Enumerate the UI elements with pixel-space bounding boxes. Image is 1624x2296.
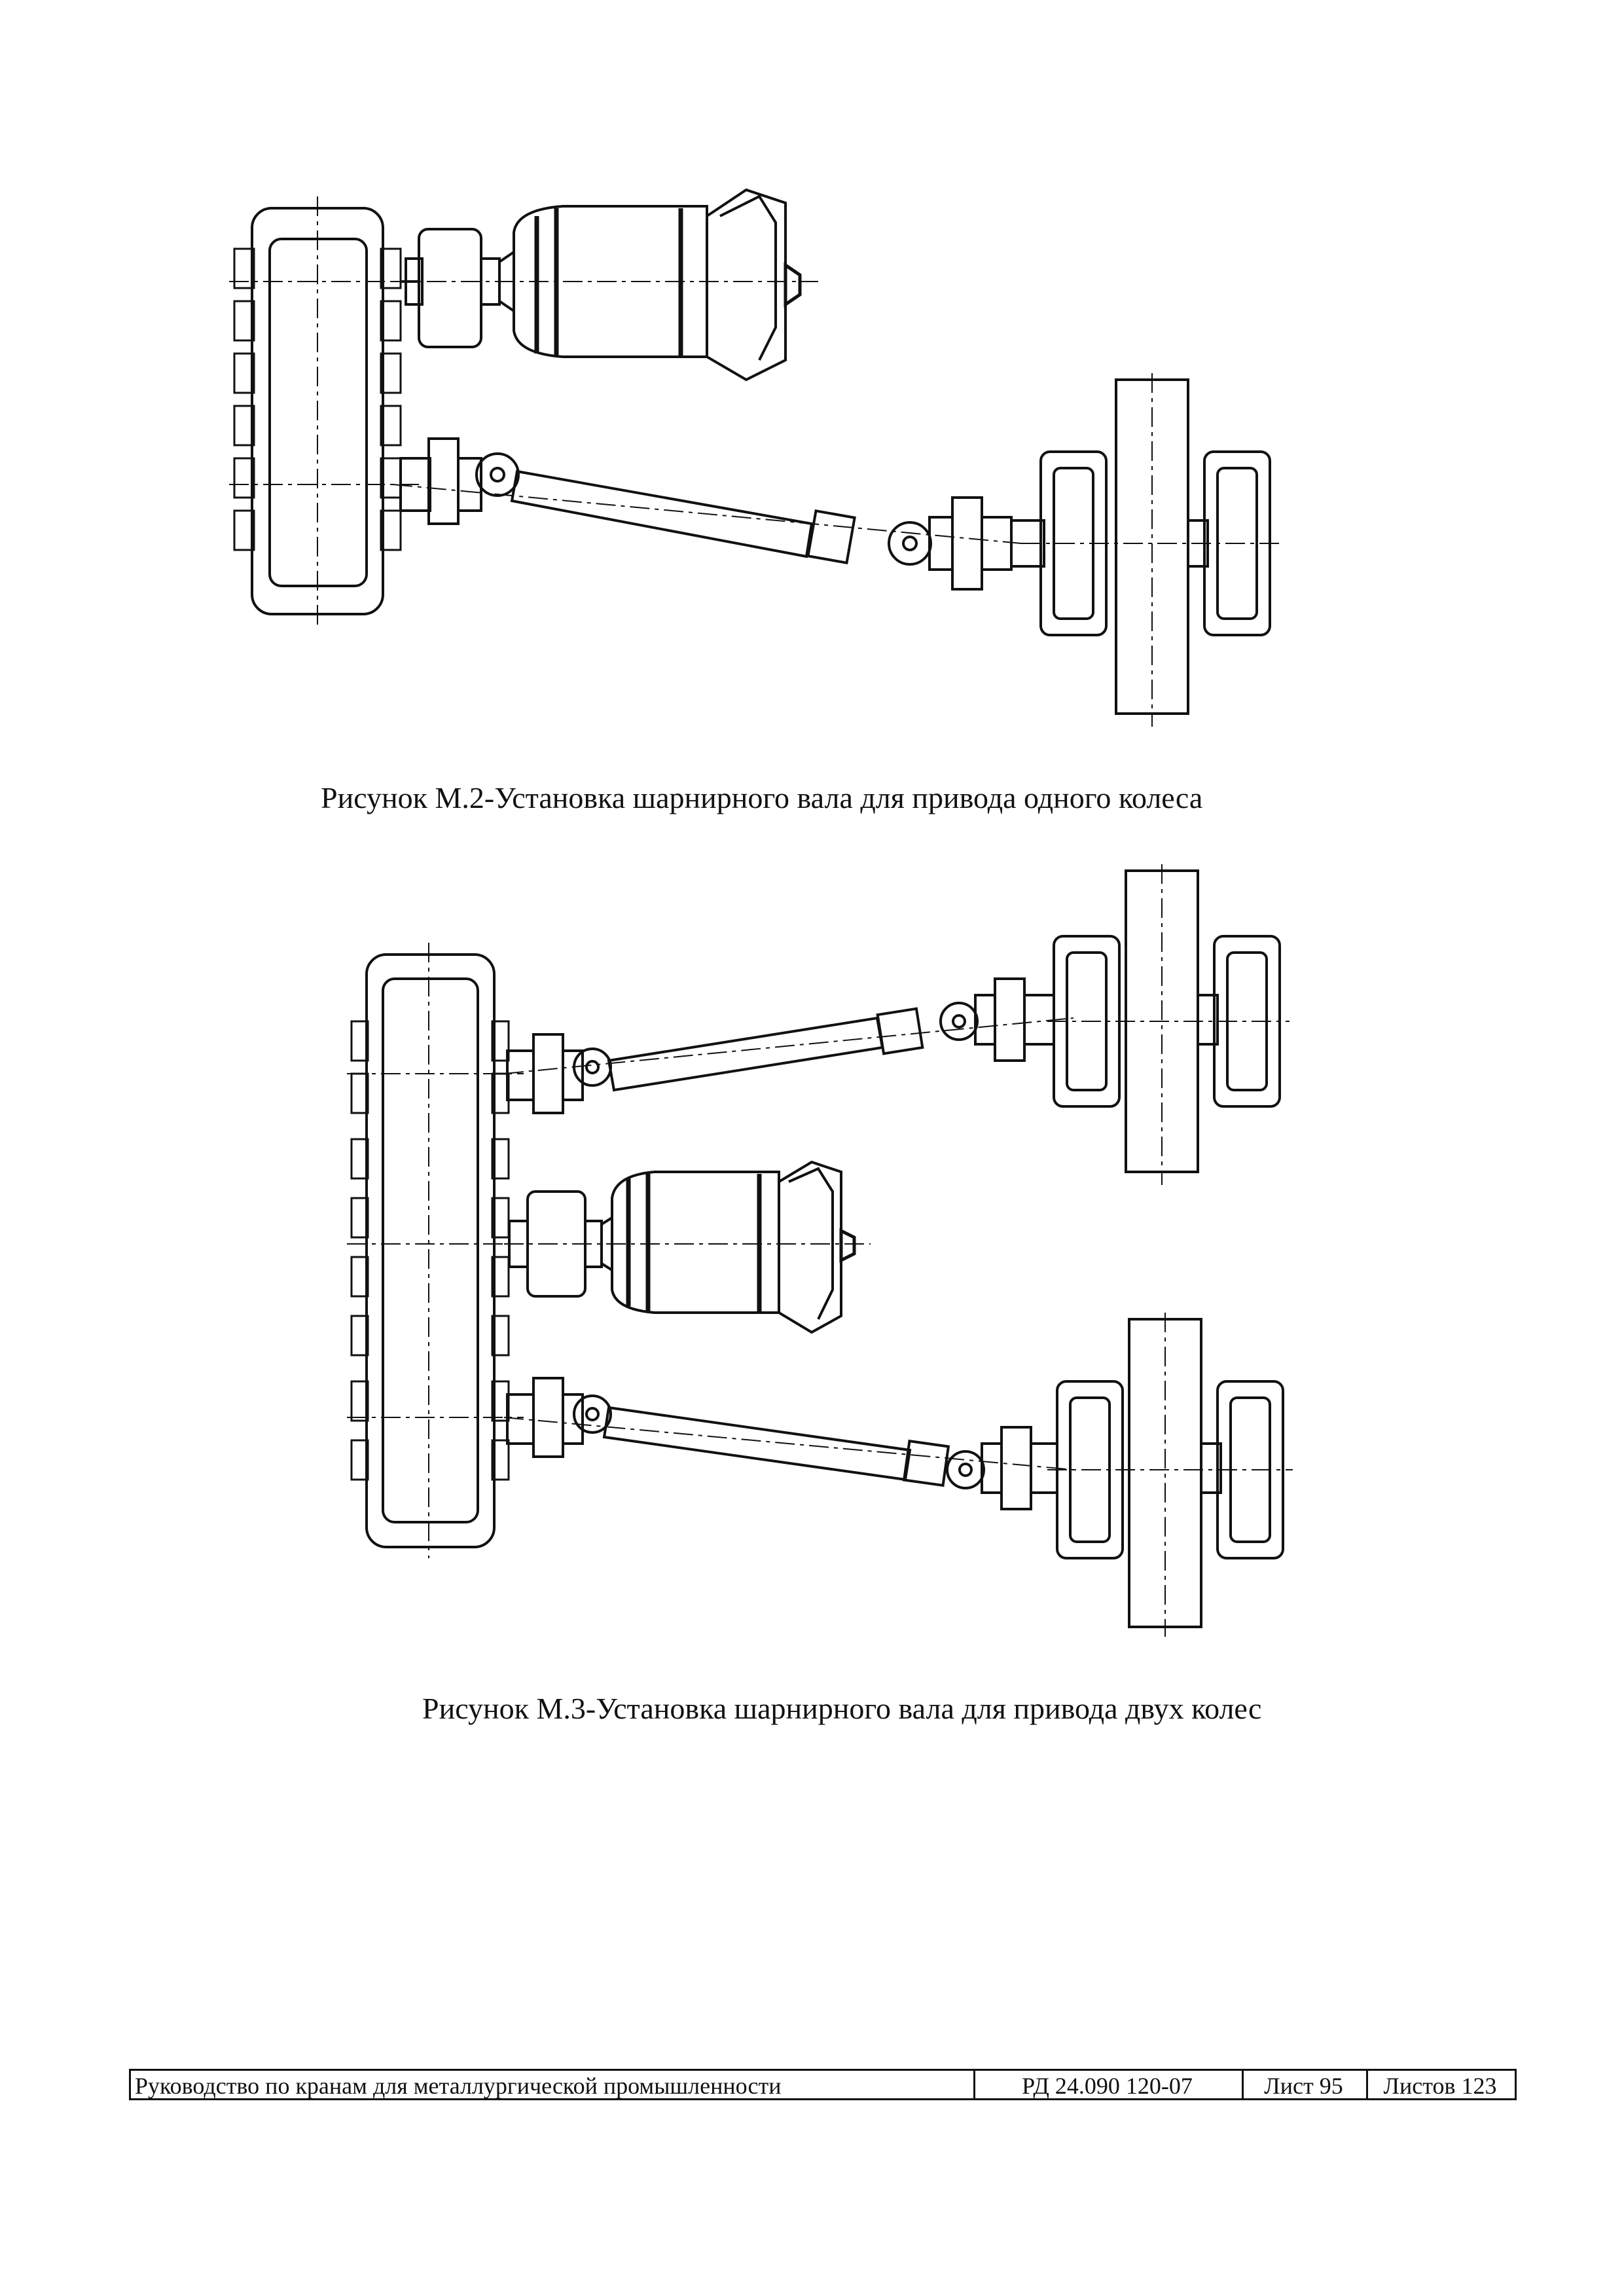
document-title: Руководство по кранам для металлургическ… — [131, 2071, 975, 2099]
figure-m2-caption: Рисунок М.2-Установка шарнирного вала дл… — [321, 781, 1203, 814]
motor-m2 — [393, 190, 818, 380]
gear-wheel-m3 — [347, 943, 524, 1558]
figure-m3-caption: Рисунок М.3-Установка шарнирного вала дл… — [422, 1692, 1262, 1725]
articulated-shaft-m3-lower — [504, 1378, 1074, 1509]
gear-wheel-m2 — [229, 196, 419, 629]
figure-m2-drawing — [229, 190, 1283, 727]
running-wheel-m3-upper — [1047, 864, 1290, 1185]
motor-m3 — [504, 1162, 871, 1332]
articulated-shaft-m2 — [393, 439, 1021, 589]
sheets-total: Листов 123 — [1383, 2073, 1497, 2099]
running-wheel-m2 — [1011, 373, 1283, 727]
sheet-number: Лист 95 — [1244, 2071, 1368, 2099]
figure-m3-drawing — [347, 864, 1293, 1637]
running-wheel-m3-lower — [1047, 1313, 1293, 1637]
document-number: РД 24.090 120-07 — [975, 2071, 1244, 2099]
articulated-shaft-m3-upper — [504, 979, 1074, 1113]
title-block: Руководство по кранам для металлургическ… — [129, 2069, 1517, 2100]
